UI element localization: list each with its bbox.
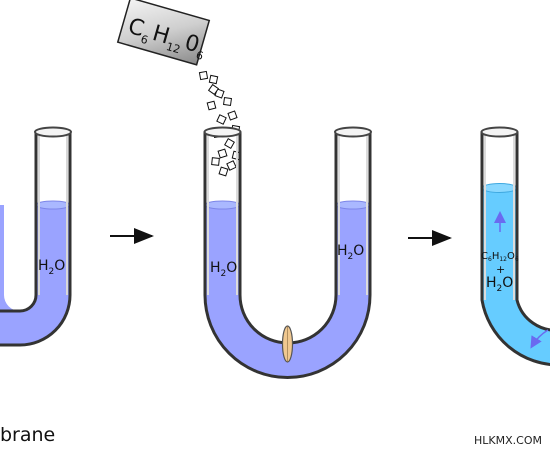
right-tube-rim: [480, 126, 519, 138]
left-tube-label: H2O: [38, 258, 65, 277]
sugar-crystal: [222, 96, 233, 107]
sugar-crystal: [218, 166, 229, 177]
middle-tube-right-label: H2O: [337, 243, 364, 262]
right-tube-water-label: H2O: [486, 275, 513, 294]
left-tube-glass-inner: [0, 132, 38, 313]
middle-tube-left-label: H2O: [210, 260, 237, 279]
middle-tube-right-rim: [334, 126, 372, 138]
right-tube-glass-inner: [515, 132, 550, 332]
sugar-crystal: [207, 83, 220, 96]
sugar-crystal: [226, 160, 237, 171]
middle-tube-glass-inner: [238, 132, 338, 345]
sugar-crystal: [206, 100, 217, 111]
sugar-crystal: [216, 114, 227, 125]
sugar-crystal: [208, 74, 219, 85]
middle-tube-left-rim: [203, 126, 242, 138]
right-u-tube: C6H12O6 + H2O: [480, 126, 550, 366]
left-tube-water-surface: [35, 200, 71, 210]
right-tube-glucose-label: C6H12O6: [481, 251, 519, 263]
glucose-packet: C6H1206: [116, 0, 211, 66]
right-tube-plus-label: +: [496, 263, 505, 276]
sugar-crystal: [198, 70, 209, 81]
left-tube-water-fill: [0, 205, 70, 345]
left-tube-rim: [34, 126, 72, 138]
middle-u-tube: H2O H2O: [203, 126, 372, 379]
middle-tube-left-surface: [204, 200, 241, 210]
left-u-tube: H2O: [0, 126, 72, 347]
middle-tube-glass-outer: [203, 132, 372, 379]
right-tube-glass-outer: [480, 132, 550, 366]
sugar-crystal: [217, 148, 228, 159]
caption-text: brane: [0, 424, 56, 446]
sugar-crystal: [227, 110, 238, 121]
middle-tube-right-surface: [335, 200, 371, 210]
right-tube-solution-surface: [481, 183, 518, 193]
svg-text:C6H1206: C6H1206: [124, 14, 209, 63]
sugar-crystal: [224, 138, 235, 149]
water-flow-arrow: [530, 329, 549, 349]
left-tube-glass-outer: [0, 132, 72, 347]
watermark: HLKMX.COM: [474, 434, 542, 447]
sugar-crystal: [211, 157, 220, 166]
middle-tube-water: [205, 205, 370, 378]
